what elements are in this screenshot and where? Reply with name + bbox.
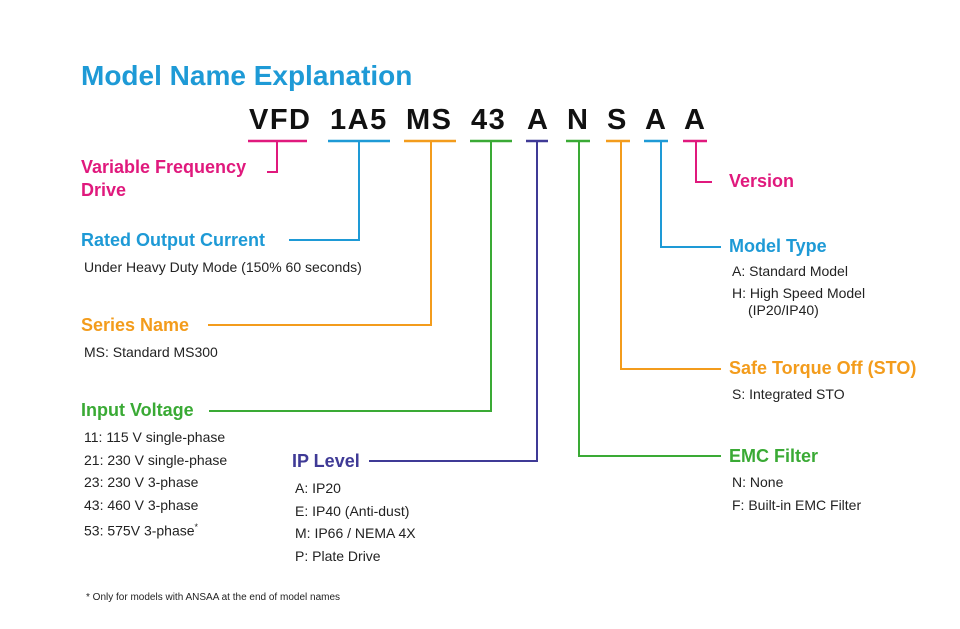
leader-voltage (209, 141, 492, 412)
desc-line: 11: 115 V single-phase (84, 429, 226, 445)
desc-line: M: IP66 / NEMA 4X (295, 525, 416, 541)
label-version: Version (729, 171, 795, 191)
code-segment-series: MS (406, 104, 453, 136)
leader-series (208, 141, 432, 326)
code-segment-current: 1A5 (330, 104, 388, 136)
label-safe-torque-off: Safe Torque Off (STO) (729, 358, 917, 378)
desc-line: 43: 460 V 3-phase (84, 496, 199, 513)
code-segment-emc: N (567, 104, 590, 136)
desc-line: N: None (732, 474, 784, 490)
code-segment-ip: A (527, 104, 550, 136)
code-segment-model-type: A (645, 104, 668, 136)
desc-rated-output-current: Under Heavy Duty Mode (150% 60 seconds) (84, 256, 362, 279)
desc-line: (IP20/IP40) (748, 302, 819, 318)
desc-line: E: IP40 (Anti-dust) (295, 502, 410, 519)
desc-line: H: High Speed Model (732, 285, 866, 301)
leader-current (289, 141, 360, 241)
code-segment-version: A (684, 104, 707, 136)
label-model-type: Model Type (729, 236, 827, 256)
desc-series-name: MS: Standard MS300 (84, 341, 218, 364)
desc-line-text: 53: 575V 3-phase (84, 522, 195, 539)
leader-sto (620, 141, 721, 370)
desc-line: MS: Standard MS300 (84, 344, 218, 360)
label-input-voltage: Input Voltage (81, 400, 194, 420)
desc-line: Under Heavy Duty Mode (150% 60 seconds) (84, 259, 362, 275)
desc-line: 23: 230 V 3-phase (84, 474, 199, 490)
label-ip-level: IP Level (292, 451, 360, 471)
desc-input-voltage: 11: 115 V single-phase 21: 230 V single-… (84, 426, 227, 539)
label-variable-frequency-drive: Variable Frequency Drive (81, 157, 247, 200)
label-emc-filter: EMC Filter (729, 446, 819, 466)
desc-line: S: Integrated STO (732, 386, 845, 402)
desc-line: F: Built-in EMC Filter (732, 496, 862, 513)
leader-ip (369, 141, 538, 462)
label-rated-output-current: Rated Output Current (81, 230, 265, 250)
label-series-name: Series Name (81, 315, 190, 335)
code-segment-sto: S (607, 104, 628, 136)
leader-version (695, 141, 712, 183)
desc-line: 53: 575V 3-phase* (84, 516, 227, 539)
desc-emc-filter: N: None F: Built-in EMC Filter (732, 471, 861, 516)
footnote: * Only for models with ANSAA at the end … (86, 592, 341, 603)
code-segment-voltage: 43 (471, 104, 507, 136)
code-segment-vfd: VFD (249, 104, 312, 136)
footnote-mark: * (194, 522, 199, 532)
page-title: Model Name Explanation (81, 60, 413, 91)
leader-model-type (660, 141, 721, 248)
desc-line: 21: 230 V single-phase (84, 451, 228, 468)
leader-vfd (267, 141, 278, 173)
desc-line: P: Plate Drive (295, 547, 381, 564)
leader-emc (578, 141, 721, 457)
desc-safe-torque-off: S: Integrated STO (732, 383, 845, 406)
desc-line: A: Standard Model (732, 263, 848, 279)
desc-ip-level: A: IP20 E: IP40 (Anti-dust) M: IP66 / NE… (295, 477, 416, 567)
desc-model-type: A: Standard Model H: High Speed Model (I… (732, 261, 866, 318)
desc-line: A: IP20 (295, 480, 341, 496)
